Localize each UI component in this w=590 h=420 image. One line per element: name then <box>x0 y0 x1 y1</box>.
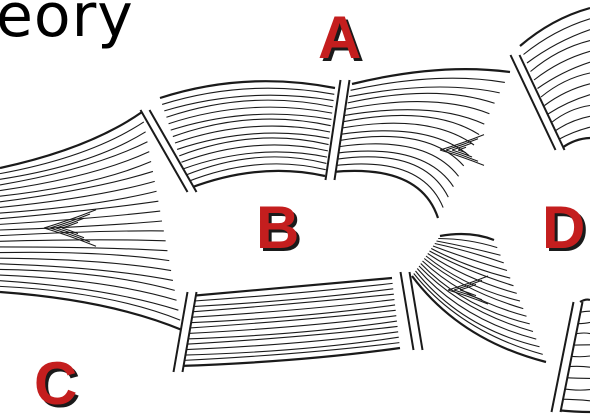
label-b: B <box>256 198 299 258</box>
fiber-line <box>181 332 398 350</box>
fiber-line <box>419 266 533 332</box>
gap-d-top <box>515 55 560 150</box>
label-d: D <box>542 198 585 258</box>
fiber-line <box>0 231 164 236</box>
fiber-line <box>0 247 167 251</box>
fiber-line <box>349 87 500 97</box>
segment-top-middle <box>332 69 510 218</box>
fiber-line <box>520 8 590 46</box>
fiber-line <box>352 69 510 84</box>
segment-bottom-middle <box>412 234 546 362</box>
fiber-line <box>335 157 448 197</box>
fiber-line <box>417 269 536 340</box>
fiber-line <box>437 241 501 255</box>
segment-top-left <box>160 81 335 188</box>
fiber-line <box>580 300 590 302</box>
fiber-line <box>531 41 590 72</box>
fiber-line <box>342 123 474 145</box>
fiber-line <box>178 348 400 366</box>
segment-left-y <box>0 112 182 330</box>
fiber-line <box>332 171 438 218</box>
label-c: C <box>34 354 77 414</box>
fiber-line <box>0 269 175 290</box>
fiber-line <box>0 181 155 207</box>
segment-bottom-left <box>178 278 400 366</box>
fiber-line <box>0 112 142 168</box>
gap-b <box>145 110 192 192</box>
fiber-line <box>184 316 397 334</box>
gap-b-edge <box>141 110 188 192</box>
label-a: A <box>318 8 361 68</box>
fiber-line <box>0 191 157 213</box>
fiber-line <box>562 138 590 148</box>
fiber-line <box>0 264 173 281</box>
fiber-line <box>345 110 484 124</box>
gap-d-top-edge <box>520 55 565 150</box>
fiber-line <box>0 252 169 260</box>
fiber-line <box>527 30 590 63</box>
fiber-line <box>541 73 590 97</box>
fiber-line <box>545 84 590 106</box>
fiber-gaps <box>141 55 583 412</box>
